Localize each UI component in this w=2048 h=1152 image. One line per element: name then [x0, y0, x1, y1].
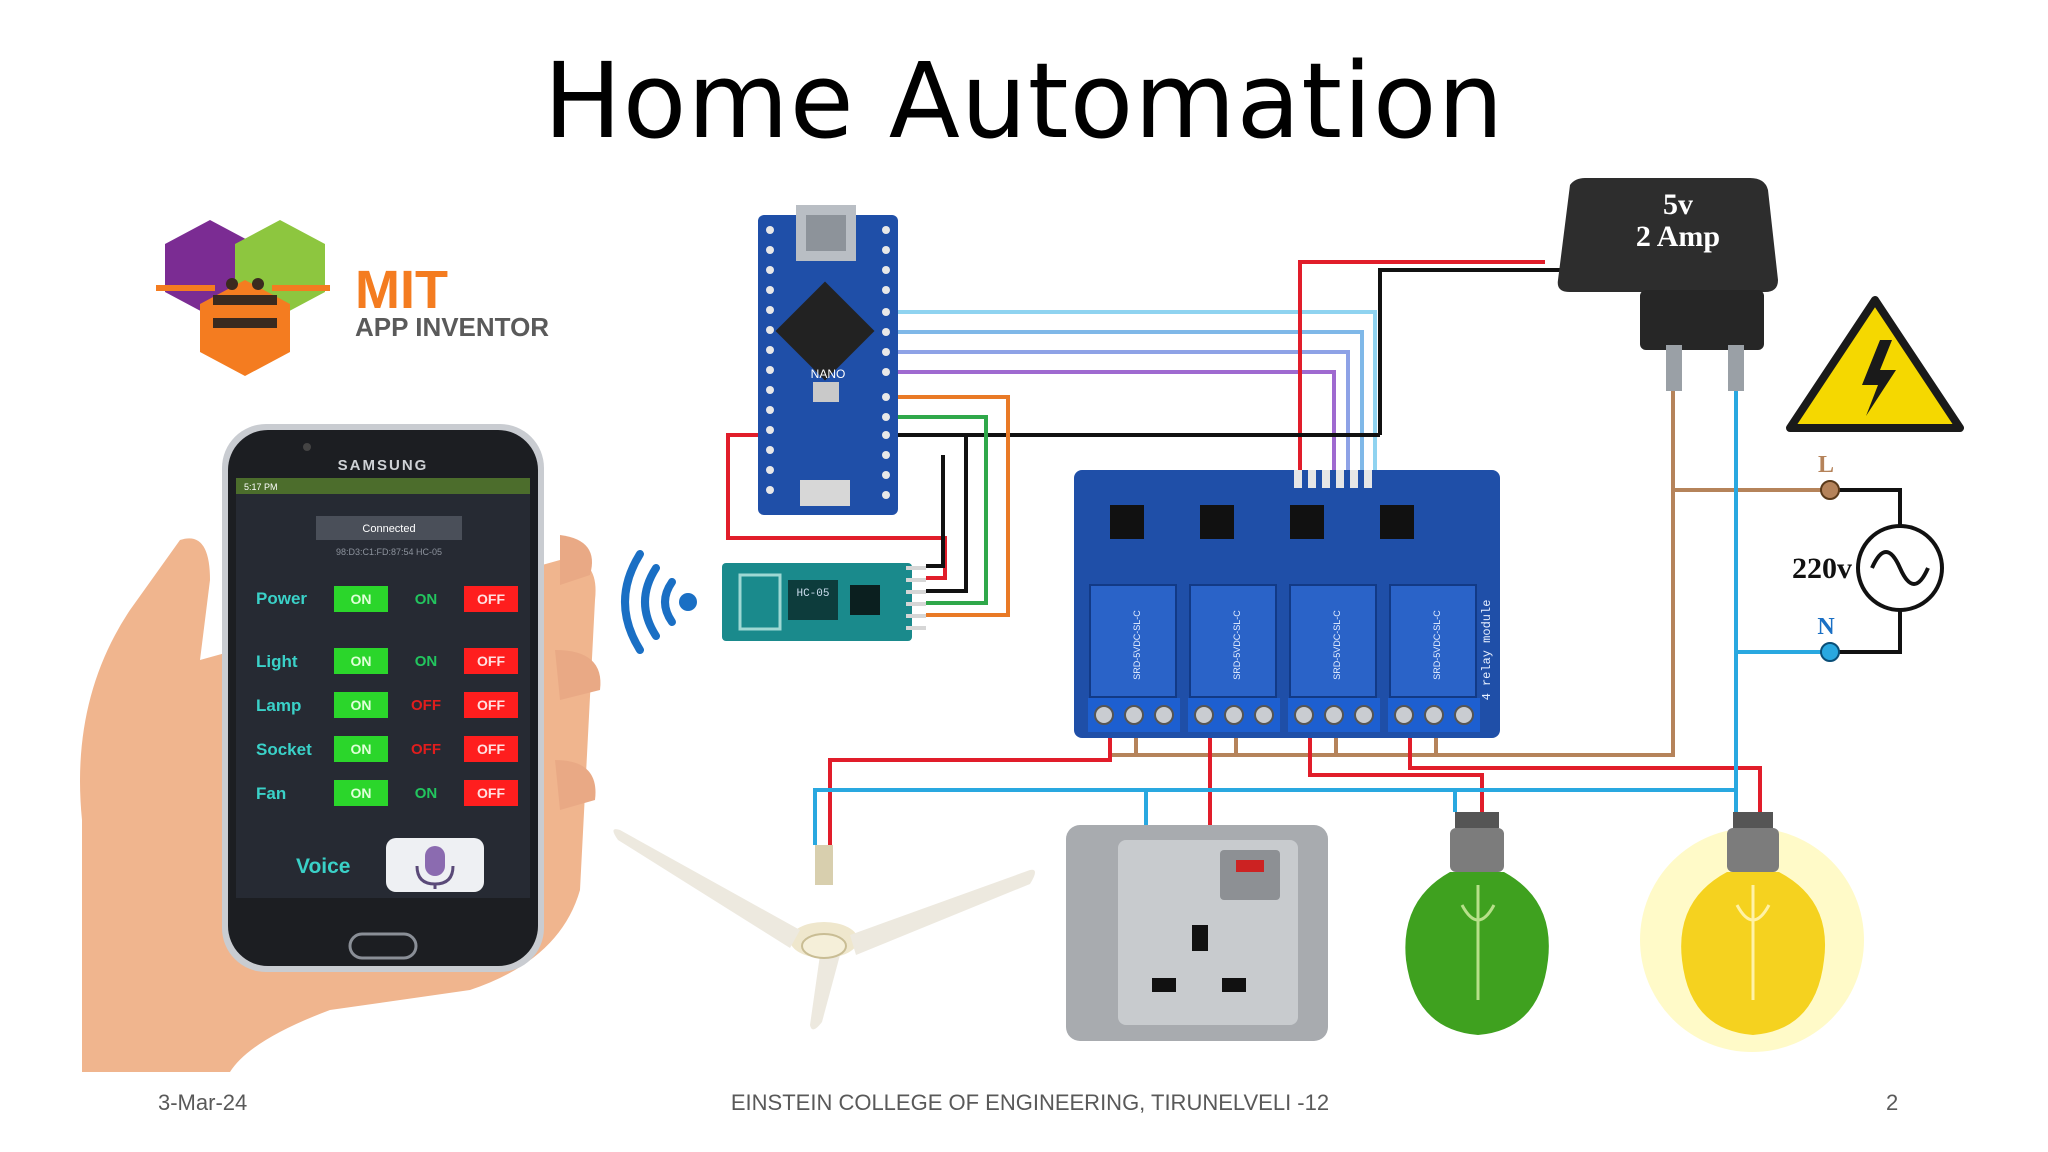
mit-app-inventor-logo: MIT APP INVENTOR — [156, 220, 549, 376]
footer-date: 3-Mar-24 — [158, 1090, 248, 1115]
svg-text:SRD-5VDC-SL-C: SRD-5VDC-SL-C — [1432, 610, 1442, 680]
on-button[interactable] — [334, 648, 388, 674]
smartphone: SAMSUNG 5:17 PM Connected 98:D3:C1:FD:87… — [222, 424, 544, 972]
off-button[interactable] — [464, 692, 518, 718]
high-voltage-warning-icon — [1786, 296, 1964, 432]
bluetooth-label: HC-05 — [796, 588, 829, 600]
live-terminal-label: L — [1818, 452, 1834, 478]
on-button[interactable] — [334, 780, 388, 806]
adapter-current: 2 Amp — [1636, 220, 1720, 253]
phone-brand: SAMSUNG — [338, 457, 429, 474]
green-light-bulb — [1405, 812, 1549, 1035]
footer-institution: EINSTEIN COLLEGE OF ENGINEERING, TIRUNEL… — [730, 1090, 1330, 1115]
voice-label: Voice — [296, 855, 350, 878]
wires — [726, 260, 1830, 848]
page-number: 2 — [1886, 1090, 1899, 1115]
svg-text:ON: ON — [351, 741, 372, 757]
state-indicator: OFF — [411, 741, 441, 758]
svg-text:OFF: OFF — [477, 653, 505, 669]
svg-text:SRD-5VDC-SL-C: SRD-5VDC-SL-C — [1232, 610, 1242, 680]
svg-text:ON: ON — [351, 785, 372, 801]
off-button[interactable] — [464, 648, 518, 674]
svg-text:ON: ON — [351, 591, 372, 607]
microphone-icon — [415, 846, 455, 889]
state-indicator: ON — [415, 785, 438, 802]
row-label: Socket — [256, 740, 312, 759]
row-label: Lamp — [256, 696, 301, 715]
phone-screen — [236, 478, 530, 898]
hc05-bluetooth-module: HC-05 — [722, 563, 926, 641]
power-adapter: 5v 2 Amp — [1557, 178, 1778, 391]
relay-units: SRD-5VDC-SL-C SRD-5VDC-SL-C SRD-5VDC-SL-… — [1089, 584, 1477, 698]
state-indicator: ON — [415, 653, 438, 670]
svg-text:SRD-5VDC-SL-C: SRD-5VDC-SL-C — [1332, 610, 1342, 680]
row-label: Power — [256, 589, 307, 608]
status-time: 5:17 PM — [244, 482, 278, 492]
on-button[interactable] — [334, 736, 388, 762]
four-channel-relay-module: SRD-5VDC-SL-C SRD-5VDC-SL-C SRD-5VDC-SL-… — [1074, 470, 1500, 738]
relay-unit — [1389, 584, 1477, 698]
relay-unit — [1189, 584, 1277, 698]
nano-label: NANO — [811, 367, 846, 381]
yellow-light-bulb — [1640, 812, 1864, 1052]
row-label: Light — [256, 652, 298, 671]
adapter-voltage: 5v — [1663, 188, 1693, 221]
connection-status: Connected — [362, 523, 415, 535]
ceiling-fan — [613, 829, 1035, 1030]
control-row-power: Power ON ON OFF — [256, 586, 518, 612]
state-indicator: ON — [415, 591, 438, 608]
wall-socket — [1066, 825, 1328, 1041]
svg-text:SRD-5VDC-SL-C: SRD-5VDC-SL-C — [1132, 610, 1142, 680]
svg-text:OFF: OFF — [477, 591, 505, 607]
svg-text:OFF: OFF — [477, 697, 505, 713]
relay-unit — [1089, 584, 1177, 698]
off-button[interactable] — [464, 586, 518, 612]
relay-module-label: 4 relay module — [1480, 600, 1494, 701]
mains-voltage-label: 220v — [1792, 552, 1852, 585]
svg-text:OFF: OFF — [477, 741, 505, 757]
control-row-socket: Socket ON OFF OFF — [256, 736, 518, 762]
svg-text:ON: ON — [351, 697, 372, 713]
connected-badge — [316, 516, 462, 540]
off-button[interactable] — [464, 780, 518, 806]
home-button[interactable] — [348, 932, 418, 960]
control-row-lamp: Lamp ON OFF OFF — [256, 692, 518, 718]
logo-brand: MIT — [355, 260, 448, 320]
arduino-nano-board: NANO — [758, 205, 898, 515]
svg-text:OFF: OFF — [477, 785, 505, 801]
on-button[interactable] — [334, 692, 388, 718]
front-camera — [303, 443, 311, 451]
status-bar — [236, 478, 530, 494]
state-indicator: OFF — [411, 697, 441, 714]
logo-product: APP INVENTOR — [355, 312, 549, 342]
slide-title: Home Automation — [543, 40, 1505, 162]
device-address: 98:D3:C1:FD:87:54 HC-05 — [336, 547, 442, 557]
control-row-light: Light ON ON OFF — [256, 648, 518, 674]
control-row-fan: Fan ON ON OFF — [256, 780, 518, 806]
neutral-terminal-label: N — [1817, 614, 1835, 640]
relay-terminal-blocks — [1088, 698, 1480, 732]
relay-unit — [1289, 584, 1377, 698]
on-button[interactable] — [334, 586, 388, 612]
ac-mains-source: L N 220v — [1792, 452, 1944, 662]
row-label: Fan — [256, 784, 286, 803]
svg-text:ON: ON — [351, 653, 372, 669]
nano-pin-header — [766, 226, 890, 499]
off-button[interactable] — [464, 736, 518, 762]
wireless-signal-icon — [621, 550, 697, 654]
